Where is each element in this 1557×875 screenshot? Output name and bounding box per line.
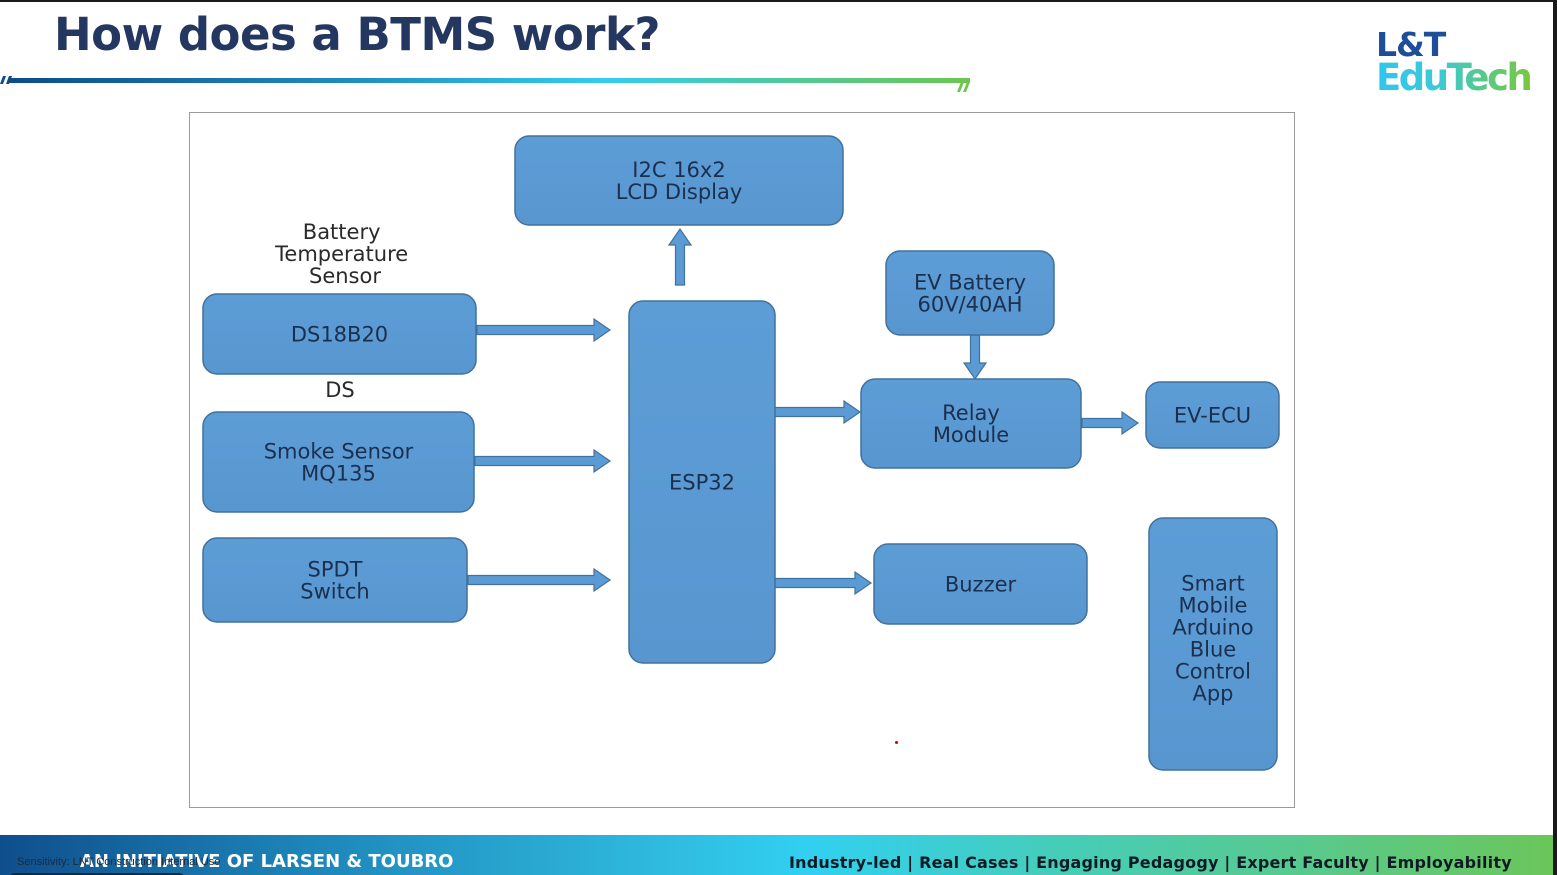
temp-sensor-caption: Battery Temperature Sensor	[274, 220, 415, 288]
block-shape	[1148, 517, 1278, 771]
block-shape	[202, 537, 468, 623]
block-buzzer: Buzzer	[873, 543, 1088, 625]
block-label: DS18B20	[291, 323, 388, 347]
arrow-esp32-to-lcd	[667, 227, 693, 286]
rule-tick-right-2	[963, 82, 970, 92]
block-ds18b20: DS18B20	[202, 293, 477, 375]
block-shape	[885, 250, 1055, 336]
block-shape	[202, 293, 477, 375]
rule-tick-right-1	[957, 82, 964, 92]
logo-edutech-text: EduTech	[1376, 56, 1533, 99]
arrow-relay-to-ev-ecu	[1081, 410, 1140, 436]
block-label: ESP32	[669, 471, 735, 495]
block-shape	[628, 300, 776, 664]
sensitivity-label: Sensitivity: LNT Construction Internal U…	[17, 856, 221, 868]
rule-tick-left-1	[0, 76, 6, 84]
lt-edutech-logo: L&T EduTech	[1376, 25, 1533, 99]
footer-tab-shape	[9, 873, 185, 875]
block-shape	[1145, 381, 1280, 449]
laser-pointer-dot	[895, 741, 898, 744]
block-ev-ecu: EV-ECU	[1145, 381, 1280, 449]
logo-lt-text: L&T	[1376, 25, 1446, 64]
block-shape	[873, 543, 1088, 625]
footer-initiative-text: AN INITIATIVE OF LARSEN & TOUBRO	[80, 851, 454, 872]
arrow-smoke-to-esp32	[474, 448, 612, 474]
page-title: How does a BTMS work?	[54, 8, 661, 61]
arrow-ds18b20-to-esp32	[476, 317, 612, 343]
block-shape	[514, 135, 844, 226]
footer-banner: AN INITIATIVE OF LARSEN & TOUBRO Sensiti…	[0, 835, 1553, 875]
title-underline	[0, 76, 970, 92]
rule-tick-left-2	[6, 76, 12, 84]
block-label: Buzzer	[945, 573, 1017, 597]
block-label: EV-ECU	[1174, 404, 1251, 428]
block-shape	[202, 411, 475, 513]
arrow-spdt-to-esp32	[467, 567, 612, 593]
footer-tagline: Industry-led | Real Cases | Engaging Ped…	[789, 853, 1512, 872]
ds-caption: DS	[325, 378, 355, 402]
block-shape	[860, 378, 1082, 469]
arrow-ev-battery-to-relay	[962, 334, 988, 381]
block-esp32: ESP32	[628, 300, 776, 664]
